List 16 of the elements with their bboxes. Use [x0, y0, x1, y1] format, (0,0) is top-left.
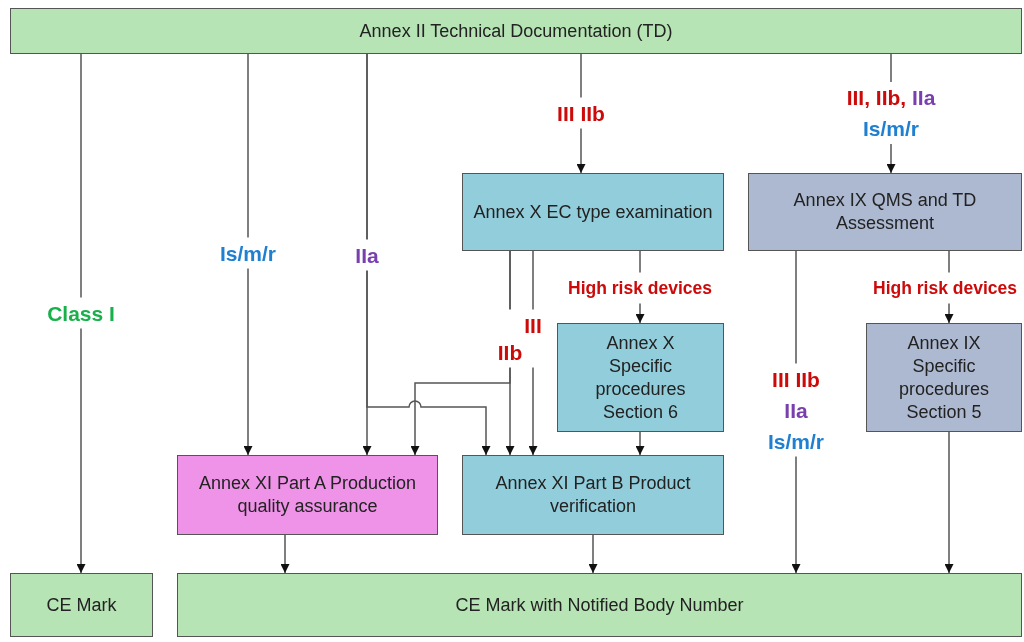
arrow [76, 53, 86, 574]
result-bar: CE Mark with Notified Body Number [177, 573, 1022, 637]
process-box: Annex IX Specific procedures Section 5 [866, 323, 1022, 432]
result-bar: CE Mark [10, 573, 153, 637]
process-box: Annex IX QMS and TD Assessment [748, 173, 1022, 251]
process-box: Annex XI Part A Production quality assurance [177, 455, 438, 535]
header-bar: Annex II Technical Documentation (TD) [10, 8, 1022, 54]
arrow [944, 431, 954, 574]
process-box: Annex XI Part B Product verification [462, 455, 724, 535]
arrow [635, 431, 645, 456]
arrow [588, 534, 598, 574]
arrow [366, 53, 491, 456]
arrow [280, 534, 290, 574]
arrow [243, 53, 253, 456]
process-box: Annex X Specific procedures Section 6 [557, 323, 724, 432]
process-box: Annex X EC type examination [462, 173, 724, 251]
